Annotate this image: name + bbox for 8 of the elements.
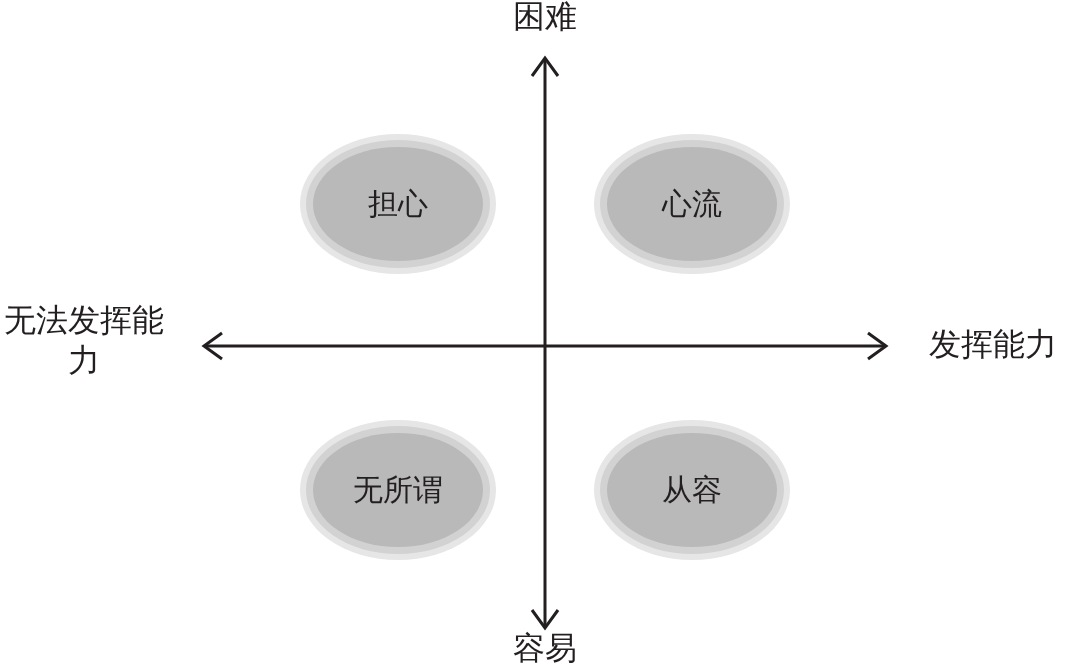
axis-label: 无法发挥能力 — [4, 301, 164, 380]
node-label: 无所谓 — [353, 475, 443, 505]
axis-label: 容易 — [512, 629, 578, 668]
node-label: 担心 — [368, 189, 428, 219]
node-label: 心流 — [662, 189, 722, 219]
axis-label: 发挥能力 — [927, 325, 1058, 364]
node-label: 从容 — [662, 475, 722, 505]
axis-label: 困难 — [512, 0, 578, 36]
